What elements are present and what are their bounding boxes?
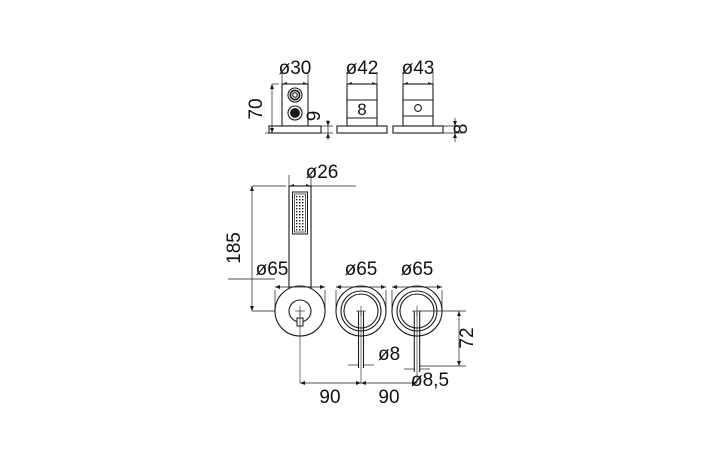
label-diameter-8-5: ø8,5	[411, 370, 449, 391]
label-spacing-90-right: 90	[378, 387, 399, 408]
label-lever-drop-72: 72	[457, 327, 478, 348]
label-diameter-42: ø42	[346, 58, 379, 79]
label-diameter-43: ø43	[402, 58, 435, 79]
escutcheon-mixer-right	[391, 285, 466, 383]
label-height-185: 185	[224, 232, 245, 264]
top-view-item-2: 8	[336, 72, 388, 134]
top-view-item-1	[265, 72, 333, 140]
label-height-70: 70	[246, 98, 267, 119]
label-diameter-26: ø26	[306, 162, 339, 183]
label-diameter-30: ø30	[279, 58, 312, 79]
escutcheon-mixer-center	[335, 285, 387, 383]
label-flange-9: 9	[304, 111, 325, 122]
label-diameter-65-center: ø65	[345, 259, 378, 280]
label-spacing-90-left: 90	[319, 387, 340, 408]
top-view-item-3	[392, 72, 462, 142]
handshower-assembly	[250, 175, 356, 325]
label-diameter-65-left: ø65	[256, 259, 289, 280]
label-flange-8: 8	[451, 124, 472, 135]
escutcheon-handshower	[228, 278, 326, 383]
label-diameter-65-right: ø65	[401, 259, 434, 280]
spacing-dimensions	[300, 381, 417, 385]
spray-face-perforations	[296, 196, 304, 231]
label-diameter-8: ø8	[378, 344, 400, 365]
detail-glyph-8: 8	[357, 100, 366, 119]
